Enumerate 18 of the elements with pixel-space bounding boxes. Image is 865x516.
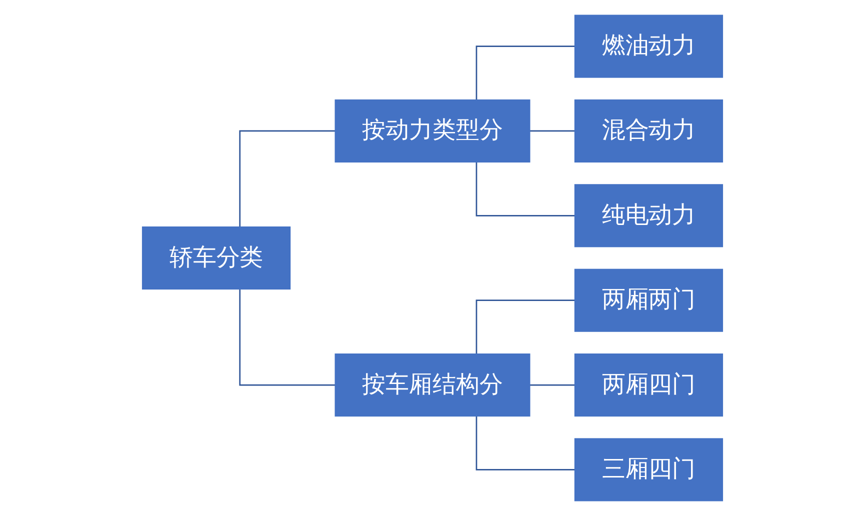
node-box	[574, 438, 724, 502]
node-box	[574, 99, 724, 162]
connector	[239, 130, 336, 227]
node-box	[334, 99, 530, 162]
node-box	[574, 268, 724, 332]
connector	[529, 384, 575, 386]
node-box	[334, 354, 530, 417]
node-box	[574, 354, 724, 417]
node-box	[574, 14, 724, 78]
connector	[239, 289, 336, 386]
diagram: 轿车分类 按动力类型分 按车厢结构分 燃油动力 混合动力 纯电动力 两厢两门 两厢四门 三厢四门	[10, 8, 855, 508]
node-box	[142, 226, 291, 290]
connector	[529, 130, 575, 132]
connector	[476, 300, 575, 354]
connector	[476, 46, 575, 100]
connector	[476, 162, 575, 216]
node-box	[574, 184, 724, 248]
connector	[476, 416, 575, 470]
